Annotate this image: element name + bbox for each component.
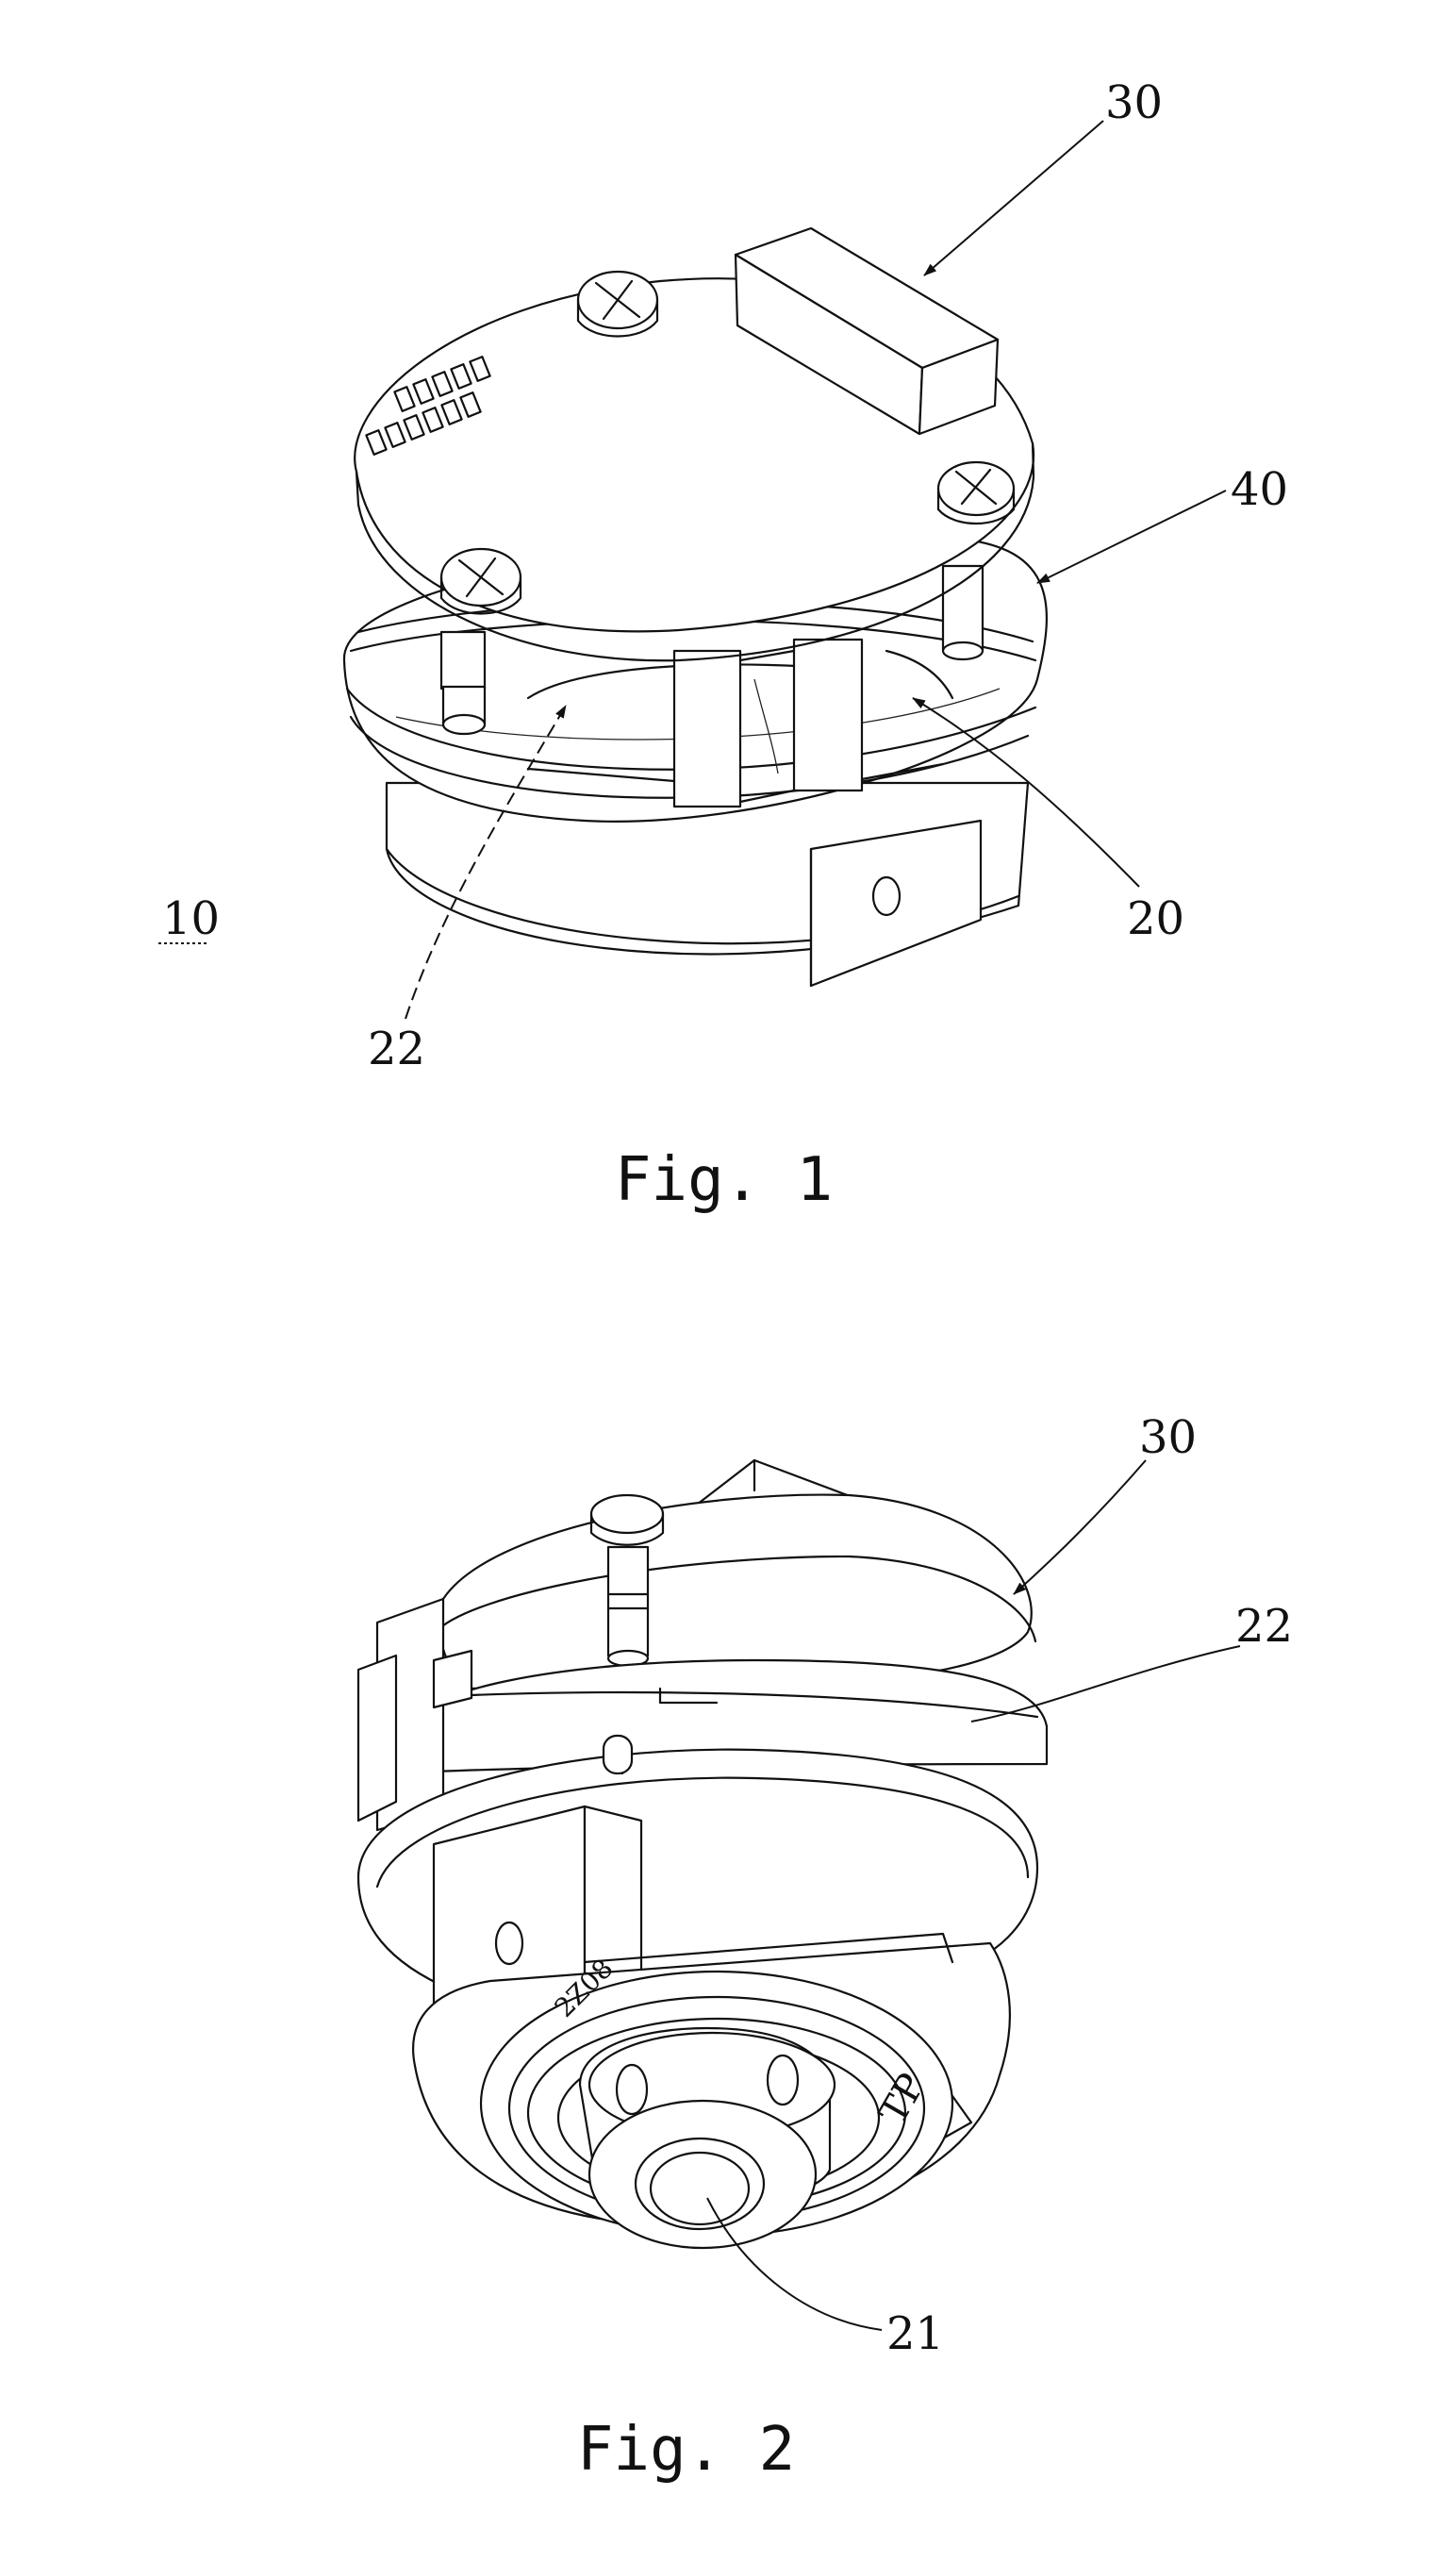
fig2-label-30: 30 <box>1139 1411 1197 1464</box>
fig2-caption: Fig. 2 <box>577 2415 795 2485</box>
fig1-label-20: 20 <box>1127 892 1184 945</box>
fig2-hub <box>580 2028 835 2248</box>
figure-2: 2Z08 TP 30 22 21 Fig. 2 <box>358 1411 1293 2485</box>
fig1-label-40: 40 <box>1231 463 1288 516</box>
figure-1: 30 40 20 22 10 Fig. 1 <box>158 76 1288 1215</box>
fig2-label-22: 22 <box>1235 1600 1293 1653</box>
fig1-label-30: 30 <box>1105 76 1163 129</box>
fig1-label-10: 10 <box>162 892 220 945</box>
fig1-caption: Fig. 1 <box>615 1145 833 1215</box>
fig2-label-21: 21 <box>886 2307 944 2360</box>
fig1-label-22: 22 <box>368 1023 425 1075</box>
